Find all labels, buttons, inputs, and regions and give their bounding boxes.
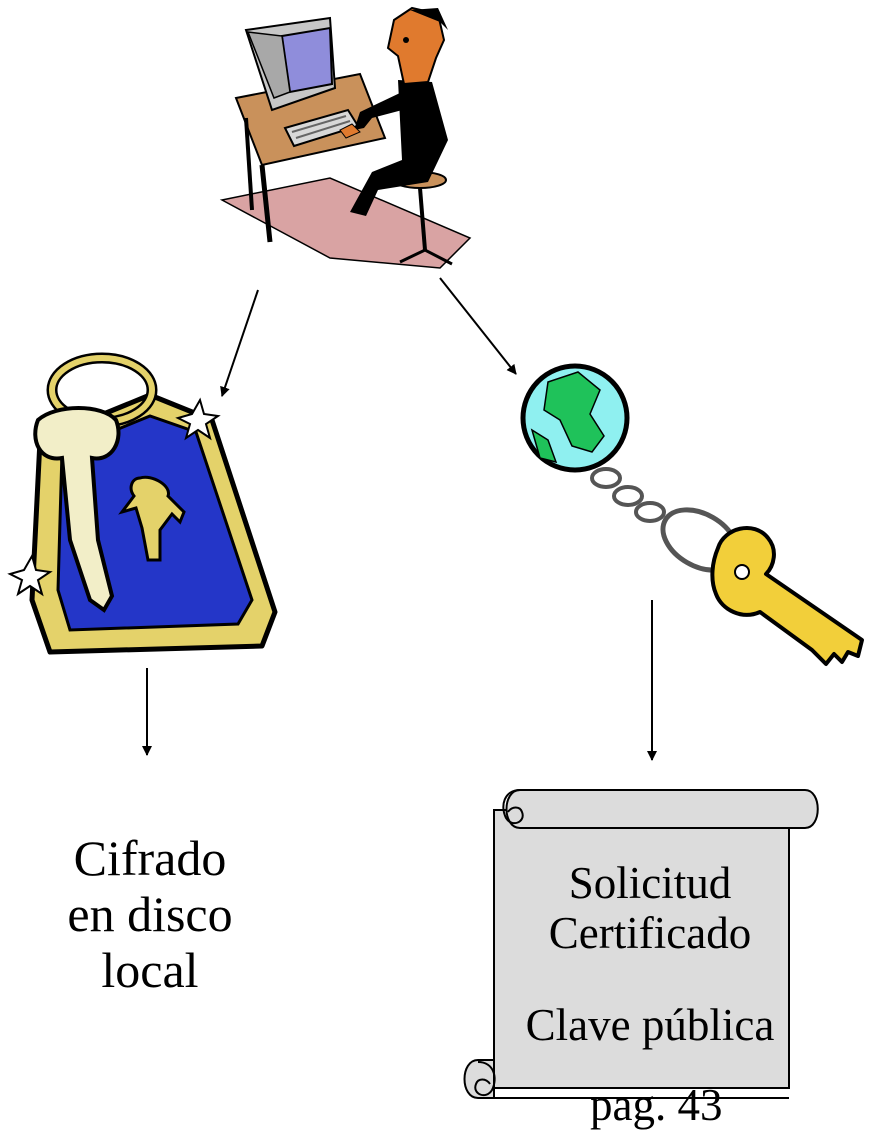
- left-caption-line: en disco: [67, 886, 233, 942]
- scroll-caption-line: Certificado: [548, 908, 752, 958]
- arrow-to-keychain: [220, 289, 259, 397]
- left-caption: Cifrado en disco local: [40, 830, 260, 998]
- scroll-caption-line: Solicitud: [568, 858, 732, 908]
- left-caption-line: Cifrado: [73, 830, 227, 886]
- keychain-tag-icon: [7, 352, 278, 655]
- scroll-caption-gap: [495, 958, 805, 1000]
- left-caption-line: local: [101, 942, 199, 998]
- arrow-to-globe-key: [439, 277, 517, 375]
- person-at-computer-icon: [219, 6, 472, 269]
- page-number: pag. 43: [590, 1080, 723, 1130]
- document-scroll-icon: [463, 789, 819, 1099]
- globe-keychain-key-icon: [520, 363, 864, 666]
- scroll-caption: Solicitud Certificado Clave pública: [495, 858, 805, 1050]
- scroll-caption-line: Clave pública: [525, 1000, 775, 1050]
